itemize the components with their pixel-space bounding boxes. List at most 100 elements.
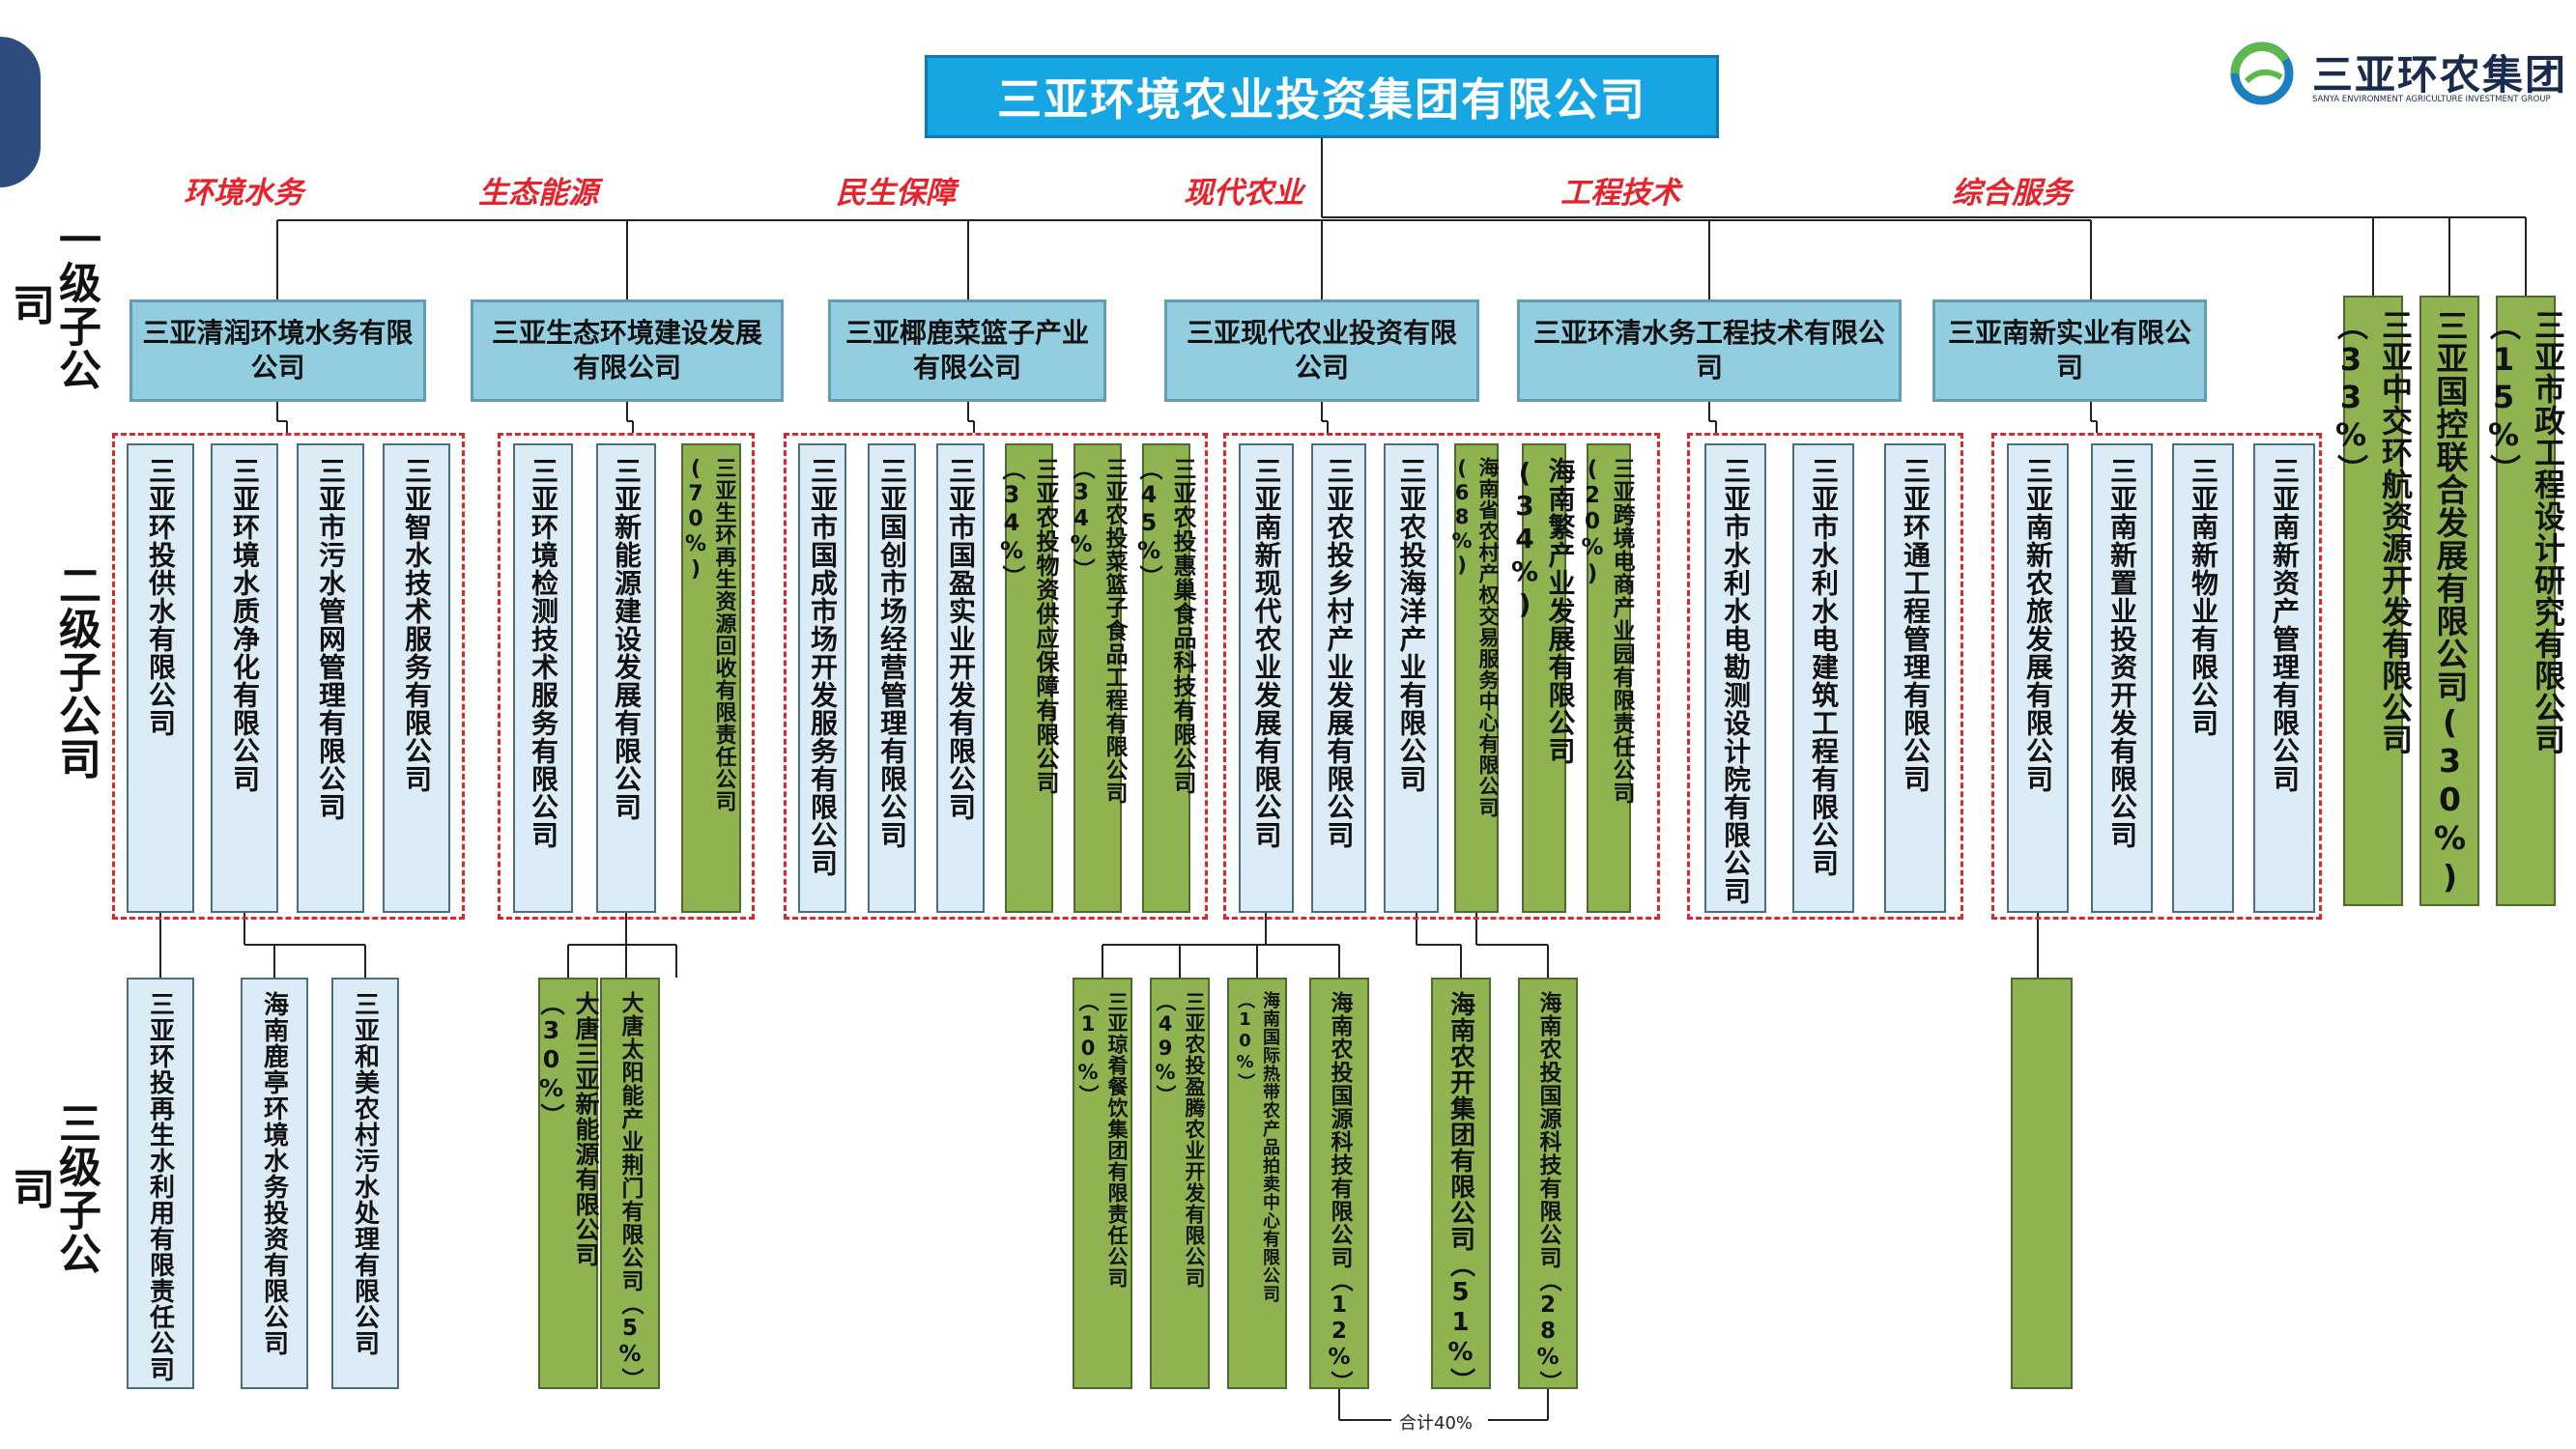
level2-company-box: 三亚环通工程管理有限公司 [1884, 443, 1946, 913]
level-label-2: 二级子公司 [51, 562, 100, 781]
level1-company-box: 三亚环清水务工程技术有限公司 [1517, 299, 1902, 402]
level1-direct-company-box-label: 三亚中交环航资源开发有限公司（33%） [2333, 309, 2414, 755]
level2-company-box: 三亚跨境电商产业园有限责任公司(20%) [1580, 443, 1634, 913]
level3-company-box-label: 三亚和美农村污水处理有限公司 [350, 991, 380, 1356]
category-label: 民生保障 [836, 176, 956, 211]
level3-company-box: 海南农投国源科技有限公司（28%） [1518, 978, 1578, 1394]
level2-company-box-label: 三亚新能源建设发展有限公司 [611, 457, 643, 821]
level2-company-box: 三亚农投惠巢食品科技有限公司（45%） [1135, 443, 1196, 913]
level3-company-box-label: 海南农投国源科技有限公司（28%） [1535, 991, 1560, 1394]
subsidiary-group [784, 433, 1208, 920]
level2-company-box: 海南繁产业发展有限公司(34%) [1509, 443, 1577, 913]
level2-company-box: 三亚南新置业投资开发有限公司 [2091, 443, 2153, 913]
level2-company-box: 三亚新能源建设发展有限公司 [596, 443, 656, 913]
level2-company-box: 三亚南新现代农业发展有限公司 [1239, 443, 1294, 913]
level1-direct-company-box: 三亚中交环航资源开发有限公司（33%） [2333, 296, 2414, 906]
level2-company-box: 三亚生环再生资源回收有限责任公司(70%) [681, 443, 741, 913]
level2-company-box-label: 三亚市国成市场开发服务有限公司 [807, 457, 839, 877]
level2-company-box-label: 三亚南新物业有限公司 [2188, 457, 2219, 737]
level2-company-box-label: 三亚农投惠巢食品科技有限公司（45%） [1135, 457, 1196, 795]
level2-company-box-label: 三亚智水技术服务有限公司 [401, 457, 433, 793]
level2-company-box: 三亚环境水质净化有限公司 [211, 443, 278, 913]
level2-company-box-label: 三亚南新农旅发展有限公司 [2022, 457, 2054, 793]
level3-company-box-label: 大唐太阳能产业荆门有限公司（5%） [617, 991, 643, 1391]
level1-direct-company-box-label: 三亚市政工程设计研究有限公司（15%） [2485, 309, 2566, 755]
level2-company-box-label: 三亚市国盈实业开发有限公司 [945, 457, 977, 821]
level2-company-box-label: 三亚农投菜篮子食品工程有限公司（34%） [1069, 457, 1127, 805]
level2-company-box: 三亚农投菜篮子食品工程有限公司（34%） [1069, 443, 1127, 913]
level2-company-box: 三亚市污水管网管理有限公司 [297, 443, 364, 913]
level2-company-box-label: 三亚南新现代农业发展有限公司 [1250, 457, 1283, 849]
logo-text: 三亚环农集团 [2312, 51, 2568, 99]
level2-company-box-label: 三亚农投海洋产业有限公司 [1395, 457, 1428, 793]
level2-company-box: 三亚市水利水电勘测设计院有限公司 [1704, 443, 1766, 913]
subsidiary-group [1687, 433, 1963, 920]
level3-company-box: 海南鹿亭环境水务投资有限公司 [241, 978, 308, 1389]
level1-company-box: 三亚椰鹿菜篮子产业有限公司 [828, 299, 1106, 402]
level2-company-box: 三亚市国盈实业开发有限公司 [936, 443, 985, 913]
level3-company-box: 大唐太阳能产业荆门有限公司（5%） [600, 978, 660, 1391]
level2-company-box: 三亚智水技术服务有限公司 [383, 443, 450, 913]
level2-company-box: 三亚南新农旅发展有限公司 [2007, 443, 2069, 913]
page-title: 三亚环境农业投资集团有限公司 [925, 55, 1719, 138]
level2-company-box: 三亚市水利水电建筑工程有限公司 [1792, 443, 1854, 913]
level3-company-box: 三亚环投再生水利用有限责任公司 [127, 978, 194, 1389]
level1-direct-company-box: 三亚市政工程设计研究有限公司（15%） [2485, 296, 2566, 906]
level2-company-box-label: 三亚环境检测技术服务有限公司 [528, 457, 559, 849]
logo-subtitle: SANYA ENVIRONMENT AGRICULTURE INVESTMENT… [2312, 95, 2551, 104]
level1-company-box: 三亚清润环境水务有限公司 [129, 299, 426, 402]
level2-company-box-label: 三亚环通工程管理有限公司 [1900, 457, 1932, 793]
category-label: 现代农业 [1184, 176, 1303, 211]
level3-company-box: 三亚农投盈腾农业开发有限公司（49%） [1150, 978, 1210, 1389]
level1-company-box: 三亚南新实业有限公司 [1932, 299, 2207, 402]
level2-company-box-label: 三亚市污水管网管理有限公司 [315, 457, 347, 821]
category-label: 生态能源 [478, 176, 598, 211]
level2-company-box-label: 三亚南新置业投资开发有限公司 [2106, 457, 2138, 849]
logo-icon [2230, 42, 2294, 105]
level3-company-box: 海南农开集团有限公司（51%） [1431, 978, 1491, 1394]
level3-company-box-label: 海南国际热带农产品拍卖中心有限公司（10%） [1235, 991, 1280, 1303]
level1-direct-company-box-label: 三亚国控联合发展有限公司(30%) [2431, 309, 2469, 896]
level-label-1: 一级子公司 [5, 217, 100, 391]
level2-company-box: 海南省农村产权交易服务中心有限公司(68%) [1450, 443, 1500, 913]
company-logo: 三亚环农集团 SANYA ENVIRONMENT AGRICULTURE INV… [2227, 35, 2575, 122]
level3-company-box-label: 海南鹿亭环境水务投资有限公司 [259, 991, 289, 1356]
level2-company-box-label: 三亚环境水质净化有限公司 [229, 457, 261, 793]
total-note: 合计40% [1399, 1413, 1474, 1434]
level3-company-box: 海南国际热带农产品拍卖中心有限公司（10%） [1227, 978, 1287, 1389]
side-tab-decoration [0, 37, 41, 187]
level2-company-box: 三亚农投乡村产业发展有限公司 [1311, 443, 1366, 913]
level3-company-box: 三亚琼肴餐饮集团有限责任公司（10%） [1073, 978, 1132, 1389]
level2-company-box-label: 三亚南新资产管理有限公司 [2269, 457, 2301, 793]
level-label-3: 三级子公司 [5, 1101, 100, 1275]
level2-company-box: 三亚环境检测技术服务有限公司 [513, 443, 573, 913]
level3-company-box-label: 大唐三亚新能源有限公司（30%） [537, 991, 600, 1267]
level2-company-box: 三亚南新物业有限公司 [2172, 443, 2234, 913]
level1-company-box: 三亚现代农业投资有限公司 [1164, 299, 1479, 402]
level2-company-box: 三亚市国成市场开发服务有限公司 [798, 443, 846, 913]
level2-company-box: 三亚农投物资供应保障有限公司（34%） [998, 443, 1059, 913]
level3-company-box-label: 三亚农投盈腾农业开发有限公司（49%） [1154, 991, 1206, 1289]
subsidiary-group [1991, 433, 2322, 920]
level2-company-box: 三亚环投供水有限公司 [127, 443, 194, 913]
level2-company-box-label: 三亚农投乡村产业发展有限公司 [1323, 457, 1356, 849]
subsidiary-group [498, 433, 755, 920]
level2-company-box-label: 海南繁产业发展有限公司(34%) [1508, 457, 1577, 765]
level2-company-box: 三亚国创市场经营管理有限公司 [868, 443, 916, 913]
level3-company-box-label: 海南农投国源科技有限公司（12%） [1327, 991, 1352, 1394]
category-label: 综合服务 [1952, 176, 2072, 211]
subsidiary-group [1223, 433, 1660, 920]
level2-company-box-label: 三亚市水利水电建筑工程有限公司 [1808, 457, 1840, 877]
level3-company-box-label: 三亚琼肴餐饮集团有限责任公司（10%） [1076, 991, 1129, 1289]
level3-company-box: 三亚和美农村污水处理有限公司 [331, 978, 399, 1389]
level1-company-box: 三亚生态环境建设发展有限公司 [471, 299, 784, 402]
level3-company-box-label: 海南农开集团有限公司（51%） [1445, 991, 1475, 1394]
level3-company-box: 海南农投国源科技有限公司（12%） [1309, 978, 1369, 1394]
subsidiary-group [112, 433, 465, 920]
level1-direct-company-box: 三亚国控联合发展有限公司(30%) [2419, 296, 2479, 906]
level2-company-box-label: 三亚国创市场经营管理有限公司 [876, 457, 908, 849]
level3-company-box [2011, 978, 2073, 1389]
level2-company-box-label: 三亚农投物资供应保障有限公司（34%） [998, 457, 1059, 795]
category-label: 工程技术 [1560, 176, 1680, 211]
